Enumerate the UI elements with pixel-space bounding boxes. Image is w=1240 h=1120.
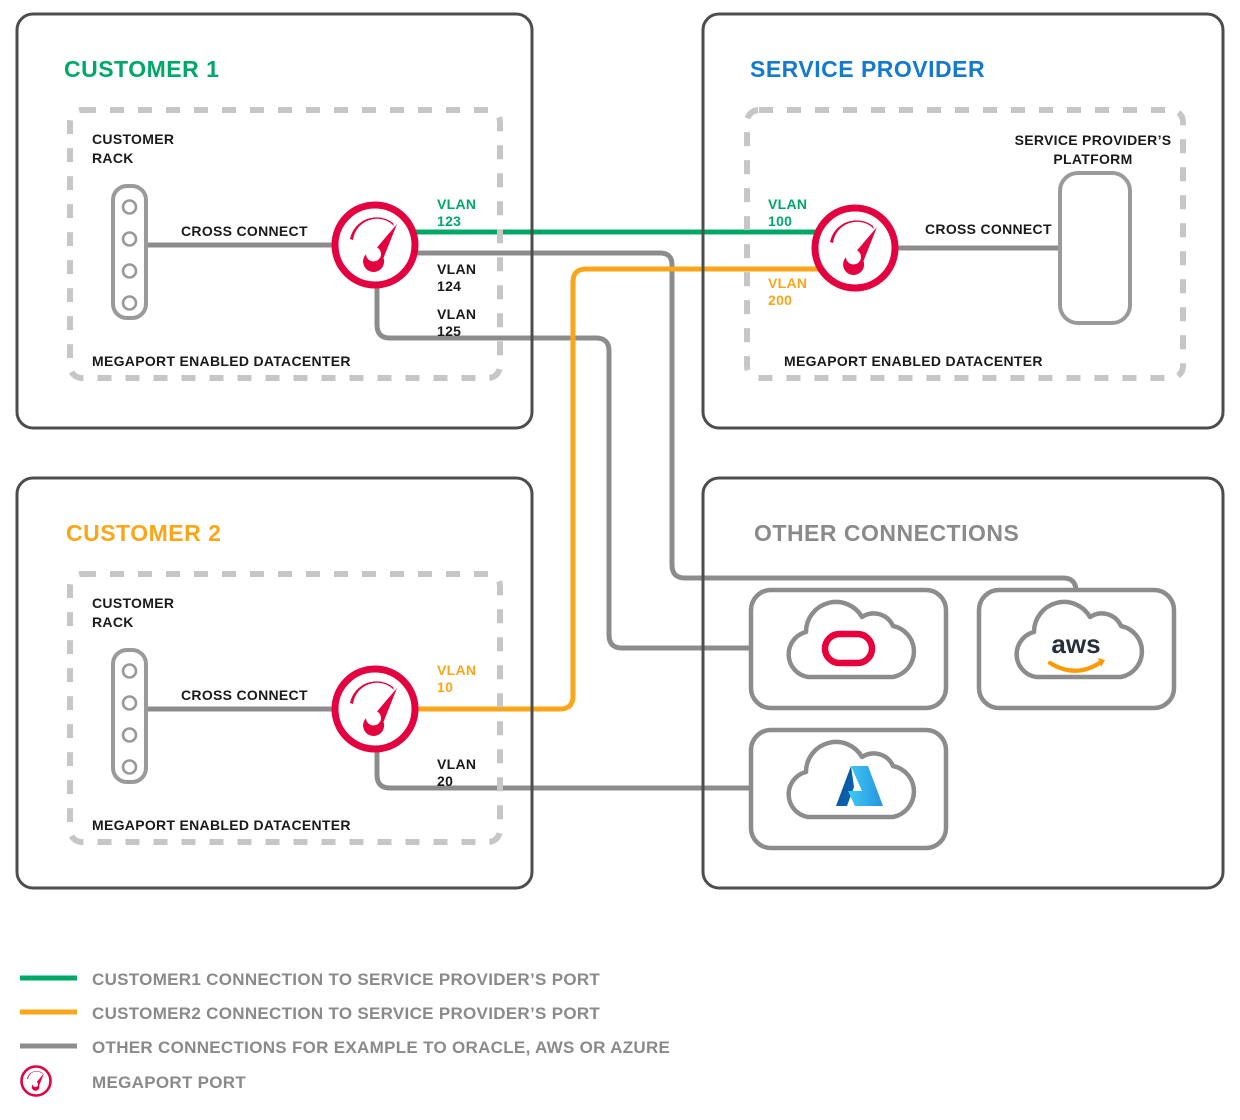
datacenter-dashed-box-c1 bbox=[67, 107, 503, 381]
vlan-200-id: 200 bbox=[768, 292, 792, 308]
legend-megaport-port-icon bbox=[20, 1065, 52, 1097]
service-provider-platform-box[interactable] bbox=[1058, 171, 1132, 325]
vlan-20-id: 20 bbox=[437, 773, 453, 789]
vlan-10-name: VLAN bbox=[437, 662, 476, 678]
cloud-card-aws[interactable]: aws bbox=[976, 587, 1177, 711]
panel-title-service-provider: SERVICE PROVIDER bbox=[750, 56, 985, 82]
rack-port-3 bbox=[121, 263, 138, 279]
legend-label-other: OTHER CONNECTIONS FOR EXAMPLE TO ORACLE,… bbox=[92, 1038, 670, 1057]
rack-port-3 bbox=[121, 727, 138, 743]
aws-cloud-icon: aws bbox=[1014, 599, 1145, 680]
datacenter-dashed-box-sp bbox=[744, 107, 1186, 381]
vlan-123-id: 123 bbox=[437, 213, 461, 229]
legend-label-customer1: CUSTOMER1 CONNECTION TO SERVICE PROVIDER… bbox=[92, 970, 600, 989]
cross-connect-label-c2: CROSS CONNECT bbox=[181, 687, 308, 703]
line-gray-vlan124-to-aws bbox=[413, 250, 1079, 605]
line-gray-vlan125-to-oracle bbox=[374, 272, 751, 651]
vlan-123-name: VLAN bbox=[437, 196, 476, 212]
rack-port-4 bbox=[121, 295, 138, 311]
legend-label-customer2: CUSTOMER2 CONNECTION TO SERVICE PROVIDER… bbox=[92, 1004, 600, 1023]
vlan-124-id: 124 bbox=[437, 278, 461, 294]
vlan-100-name: VLAN bbox=[768, 196, 807, 212]
rack-port-1 bbox=[121, 199, 138, 215]
rack-label-line1-c1: CUSTOMER bbox=[92, 131, 174, 147]
customer-rack-c2[interactable] bbox=[111, 648, 148, 784]
vlan-124-name: VLAN bbox=[437, 261, 476, 277]
vlan-125-name: VLAN bbox=[437, 306, 476, 322]
rack-port-4 bbox=[121, 759, 138, 775]
vlan-125-id: 125 bbox=[437, 323, 461, 339]
megaport-port-icon-c2[interactable] bbox=[335, 669, 415, 749]
vlan-20-name: VLAN bbox=[437, 756, 476, 772]
aws-wordmark: aws bbox=[1051, 629, 1100, 659]
vlan-10-id: 10 bbox=[437, 679, 453, 695]
azure-cloud-icon bbox=[786, 739, 917, 820]
megaport-port-icon-sp[interactable] bbox=[815, 208, 895, 288]
connection-lines bbox=[146, 229, 1079, 791]
cloud-card-oracle[interactable] bbox=[748, 587, 949, 711]
panel-title-customer-2: CUSTOMER 2 bbox=[66, 520, 221, 546]
cross-connect-label-c1: CROSS CONNECT bbox=[181, 223, 308, 239]
panel-title-other-connections: OTHER CONNECTIONS bbox=[754, 520, 1019, 546]
platform-label-line2: PLATFORM bbox=[1053, 151, 1132, 167]
platform-label-line1: SERVICE PROVIDER’S bbox=[1015, 132, 1172, 148]
line-orange-c2-to-sp bbox=[413, 266, 820, 712]
cloud-card-azure[interactable] bbox=[748, 727, 949, 851]
vlan-200-name: VLAN bbox=[768, 275, 807, 291]
panel-customer-1[interactable]: CUSTOMER 1 CUSTOMER RACK CROSS CONNECT V… bbox=[15, 12, 534, 430]
datacenter-dashed-box-c2 bbox=[67, 571, 503, 845]
legend-label-megaport-port: MEGAPORT PORT bbox=[92, 1073, 246, 1092]
vlan-100-id: 100 bbox=[768, 213, 792, 229]
megaport-port-icon-c1[interactable] bbox=[335, 205, 415, 285]
customer-rack-c1[interactable] bbox=[111, 184, 148, 320]
legend: CUSTOMER1 CONNECTION TO SERVICE PROVIDER… bbox=[20, 970, 670, 1097]
rack-label-line1-c2: CUSTOMER bbox=[92, 595, 174, 611]
panel-service-provider[interactable]: SERVICE PROVIDER SERVICE PROVIDER’S PLAT… bbox=[701, 12, 1225, 430]
rack-label-line2-c2: RACK bbox=[92, 614, 134, 630]
rack-port-2 bbox=[121, 231, 138, 247]
panel-title-customer-1: CUSTOMER 1 bbox=[64, 56, 219, 82]
rack-port-1 bbox=[121, 663, 138, 679]
line-gray-vlan20-to-azure bbox=[374, 735, 751, 791]
rack-label-line2-c1: RACK bbox=[92, 150, 134, 166]
datacenter-label-c2: MEGAPORT ENABLED DATACENTER bbox=[92, 817, 351, 833]
panel-customer-2[interactable]: CUSTOMER 2 CUSTOMER RACK CROSS CONNECT V… bbox=[15, 476, 534, 890]
panel-other-connections[interactable]: OTHER CONNECTIONS aws bbox=[701, 476, 1225, 890]
datacenter-label-c1: MEGAPORT ENABLED DATACENTER bbox=[92, 353, 351, 369]
datacenter-label-sp: MEGAPORT ENABLED DATACENTER bbox=[784, 353, 1043, 369]
cross-connect-label-sp: CROSS CONNECT bbox=[925, 221, 1052, 237]
oracle-cloud-icon bbox=[786, 599, 917, 680]
rack-port-2 bbox=[121, 695, 138, 711]
